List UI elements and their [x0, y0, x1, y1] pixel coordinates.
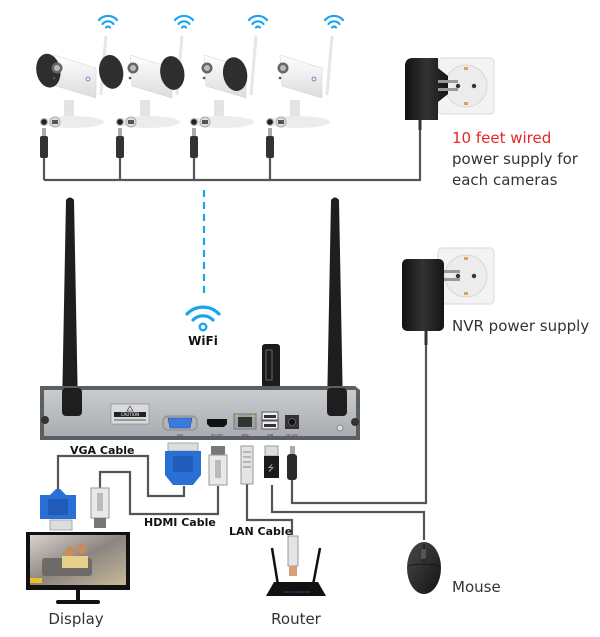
nvr-power-label: NVR power supply: [452, 317, 589, 335]
camera-4: [222, 14, 345, 180]
camera-power-label-2: power supply for: [452, 150, 579, 168]
camera-power-adapter: [405, 57, 495, 130]
wifi-icon: [247, 14, 269, 29]
mouse-label: Mouse: [452, 578, 501, 596]
hdmi-cable: [98, 470, 220, 516]
hdmi-plug-nvr: [208, 446, 228, 486]
camera-3: [160, 14, 269, 180]
lan-plug-nvr: [240, 445, 254, 485]
nvr-antenna-right: [327, 197, 343, 410]
display-monitor: [26, 487, 130, 604]
wifi-label: WiFi: [188, 334, 218, 348]
svg-text:⭍: ⭍: [268, 464, 275, 473]
mouse-cable: [270, 485, 426, 540]
svg-text:HD OUT: HD OUT: [211, 433, 223, 437]
vga-plug-nvr: [165, 442, 201, 485]
wifi-icon: [185, 305, 221, 332]
wifi-icon: [323, 14, 345, 29]
usb-wifi-dongle: [262, 344, 280, 388]
adapter-1: [405, 58, 448, 120]
mouse: [407, 542, 441, 594]
camera-power-cable: [44, 120, 422, 182]
caution-sticker: CAUTION: [110, 403, 150, 425]
router: [266, 535, 326, 596]
lan-cable: [245, 484, 294, 535]
svg-text:USB: USB: [267, 433, 273, 437]
cameras-group: [36, 14, 345, 180]
svg-text:VGA: VGA: [177, 433, 184, 437]
hdmi-cable-label: HDMI Cable: [144, 516, 216, 529]
router-label: Router: [271, 610, 322, 628]
svg-text:DC 12V: DC 12V: [286, 433, 298, 437]
vga-cable: [56, 454, 186, 498]
camera-power-label-1: 10 feet wired: [452, 129, 551, 147]
svg-text:WAN: WAN: [241, 433, 248, 437]
wifi-icon: [97, 14, 119, 29]
nvr-antenna-left: [62, 197, 78, 410]
usb-plug-nvr: ⭍: [264, 445, 279, 478]
usb-ports[interactable]: USB: [261, 411, 279, 437]
camera-2: [98, 14, 195, 180]
vga-cable-label: VGA Cable: [70, 444, 135, 457]
wifi-icon: [173, 14, 195, 29]
svg-text:CAUTION: CAUTION: [121, 412, 139, 417]
camera-power-label-3: each cameras: [452, 171, 558, 189]
nvr-recorder: CAUTION VGA HD OUT WAN USB: [40, 197, 360, 440]
display-label: Display: [48, 610, 103, 628]
lan-cable-label: LAN Cable: [229, 525, 292, 538]
adapter-2: [402, 259, 444, 331]
camera-1: [36, 14, 119, 180]
nvr-power-adapter: [402, 247, 495, 345]
lan-port[interactable]: WAN: [233, 413, 257, 437]
hdmi-port[interactable]: HD OUT: [207, 419, 227, 437]
dc-plug-nvr: [287, 446, 297, 480]
nvr-power-cable: [290, 345, 428, 505]
vga-port[interactable]: VGA: [162, 415, 198, 437]
dc-power-port[interactable]: DC 12V: [285, 415, 299, 437]
